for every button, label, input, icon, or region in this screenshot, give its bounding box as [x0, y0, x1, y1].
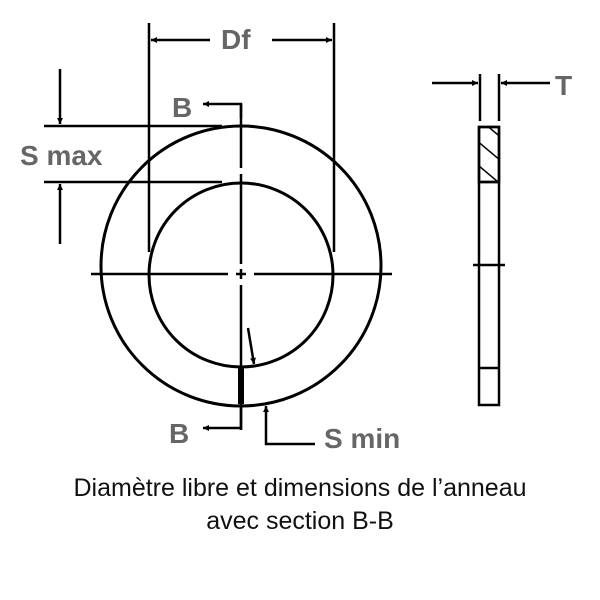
section-label-top: B	[172, 92, 192, 123]
figure-caption: Diamètre libre et dimensions de l’anneau…	[0, 472, 600, 538]
s-max-dimension	[44, 69, 222, 244]
t-dimension	[432, 74, 550, 121]
caption-line-1: Diamètre libre et dimensions de l’anneau	[73, 474, 527, 502]
t-label: T	[555, 70, 572, 101]
section-hatch	[477, 125, 501, 184]
section-label-bottom: B	[169, 418, 189, 449]
section-marker-top	[203, 101, 243, 118]
s-min-label: S min	[324, 423, 400, 454]
section-marker-bottom	[203, 368, 244, 431]
df-label: Df	[221, 24, 251, 55]
s-min-dimension	[246, 327, 315, 446]
s-max-label: S max	[20, 140, 103, 171]
side-view	[473, 125, 505, 407]
caption-line-2: avec section B-B	[206, 507, 394, 535]
df-dimension	[147, 23, 336, 252]
